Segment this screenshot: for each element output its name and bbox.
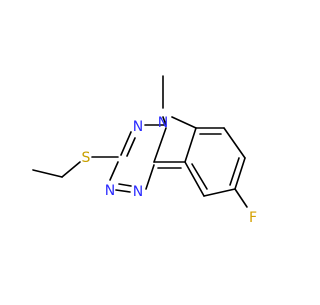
bond-n1-n2-inner [118, 183, 132, 187]
bond-c8-c9 [203, 188, 236, 197]
bond-c7-c8 [234, 157, 246, 190]
atom-f: F [249, 210, 257, 226]
atom-n-lower-left: N [105, 183, 115, 199]
bond-layer [32, 75, 248, 208]
bond-c3-n4-inner [126, 137, 136, 157]
bond-c7-c8-inner [229, 157, 240, 186]
structure-diagram: N N S N N F [32, 75, 257, 226]
bond-c9-c9a [184, 161, 205, 197]
bond-c5a-c9a [184, 127, 197, 163]
atom-label-layer: N N S N N F [82, 115, 257, 226]
bond-n1-n2 [115, 189, 131, 193]
bond-c8-f [234, 188, 248, 208]
bond-c4a-n5 [162, 116, 167, 126]
molecule-canvas: N N S N N F [32, 75, 257, 226]
bond-s-ch2 [61, 161, 81, 178]
bond-c9b-n1 [145, 164, 155, 190]
bond-c9-c9a-inner [191, 163, 208, 190]
bond-ch2-ch3 [32, 169, 63, 178]
bond-n5-c5a [171, 116, 197, 129]
bond-n2-c3 [109, 161, 119, 181]
bond-c6-c7 [223, 127, 246, 159]
atom-s: S [82, 150, 91, 166]
atom-n-methyl: N [158, 115, 168, 131]
atom-n-lower-right: N [133, 184, 143, 200]
bond-c4a-c9b [153, 127, 167, 163]
atom-n-top: N [133, 119, 143, 135]
bond-c3-n4 [120, 131, 132, 156]
